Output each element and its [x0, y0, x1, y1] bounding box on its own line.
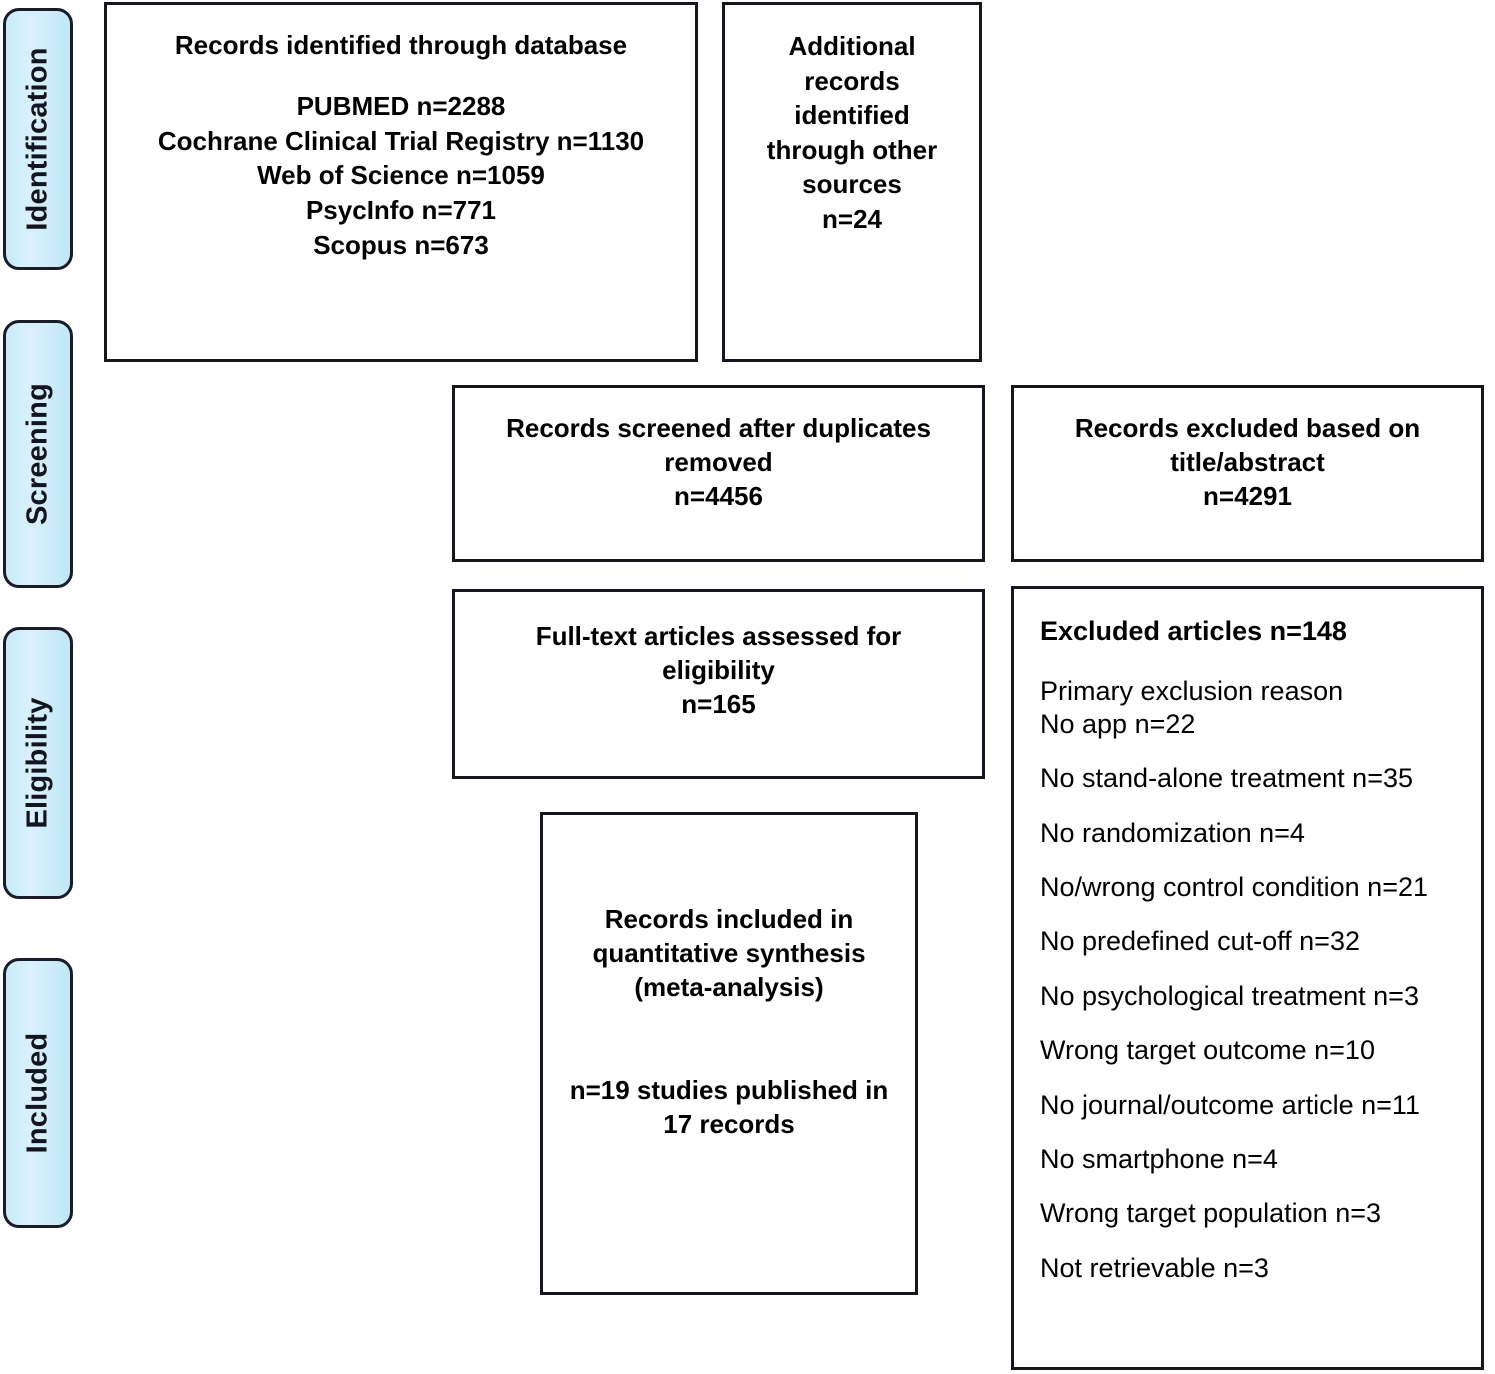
exclusion-reason-no-app: No app n=22 — [1040, 708, 1196, 739]
records-identified-heading: Records identified through database — [174, 30, 628, 60]
records-included-line3: (meta-analysis) — [634, 971, 824, 1002]
box-fulltext-assessed: Full-text articles assessed for eligibil… — [452, 589, 985, 779]
records-included-line4: n=19 studies published in — [569, 1075, 889, 1106]
excluded-articles-heading: Excluded articles n=148 — [1040, 616, 1347, 646]
exclusion-reason-wrong-target-outcome: Wrong target outcome n=10 — [1040, 1035, 1375, 1066]
box-records-included: Records included in quantitative synthes… — [540, 812, 918, 1295]
exclusion-reason-no-wrong-control-condition: No/wrong control condition n=21 — [1040, 871, 1428, 902]
source-web-of-science: Web of Science n=1059 — [257, 160, 545, 191]
additional-records-text: Additional records identified through ot… — [766, 31, 938, 200]
stage-label-included: Included — [21, 1032, 54, 1154]
exclusion-reason-not-retrievable: Not retrievable n=3 — [1040, 1252, 1269, 1283]
box-records-excluded: Records excluded based on title/abstract… — [1011, 385, 1484, 562]
records-screened-count: n=4456 — [674, 480, 763, 511]
fulltext-assessed-line1: Full-text articles assessed for — [535, 621, 902, 651]
exclusion-reason-no-randomization: No randomization n=4 — [1040, 817, 1305, 848]
records-included-line1: Records included in — [604, 904, 854, 934]
records-included-line5: 17 records — [663, 1109, 795, 1140]
stage-label-identification: Identification — [21, 47, 54, 231]
source-pubmed: PUBMED n=2288 — [296, 90, 506, 121]
source-scopus: Scopus n=673 — [313, 230, 489, 261]
fulltext-assessed-line2: eligibility — [662, 654, 775, 685]
stage-tab-identification: Identification — [3, 8, 73, 270]
records-screened-line1: Records screened after duplicates — [506, 413, 931, 443]
box-excluded-articles: Excluded articles n=148 Primary exclusio… — [1011, 586, 1484, 1370]
exclusion-reason-wrong-target-population: Wrong target population n=3 — [1040, 1198, 1381, 1229]
exclusion-reason-no-psychological-treatment: No psychological treatment n=3 — [1040, 980, 1419, 1011]
stage-tab-eligibility: Eligibility — [3, 627, 73, 899]
exclusion-reason-no-journal-outcome-article: No journal/outcome article n=11 — [1040, 1089, 1420, 1120]
stage-tab-screening: Screening — [3, 320, 73, 588]
source-psycinfo: PsycInfo n=771 — [305, 195, 497, 226]
excluded-articles-subheading: Primary exclusion reason — [1040, 676, 1344, 707]
additional-records-count: n=24 — [822, 203, 882, 234]
records-excluded-line1: Records excluded based on — [1074, 413, 1421, 443]
box-records-screened: Records screened after duplicates remove… — [452, 385, 985, 562]
exclusion-reason-no-smartphone: No smartphone n=4 — [1040, 1143, 1278, 1174]
stage-label-eligibility: Eligibility — [21, 697, 54, 829]
records-excluded-line2: title/abstract — [1170, 446, 1325, 477]
exclusion-reason-no-stand-alone-treatment: No stand-alone treatment n=35 — [1040, 763, 1413, 794]
stage-tab-included: Included — [3, 958, 73, 1228]
box-additional-records: Additional records identified through ot… — [722, 2, 982, 362]
records-screened-line2: removed — [664, 446, 773, 477]
stage-label-screening: Screening — [21, 382, 54, 526]
records-excluded-count: n=4291 — [1203, 480, 1292, 511]
exclusion-reason-no-predefined-cutoff: No predefined cut-off n=32 — [1040, 926, 1360, 957]
fulltext-assessed-count: n=165 — [681, 688, 756, 719]
source-cochrane: Cochrane Clinical Trial Registry n=1130 — [157, 125, 645, 156]
box-records-identified: Records identified through database PUBM… — [104, 2, 698, 362]
records-included-line2: quantitative synthesis — [592, 937, 866, 968]
